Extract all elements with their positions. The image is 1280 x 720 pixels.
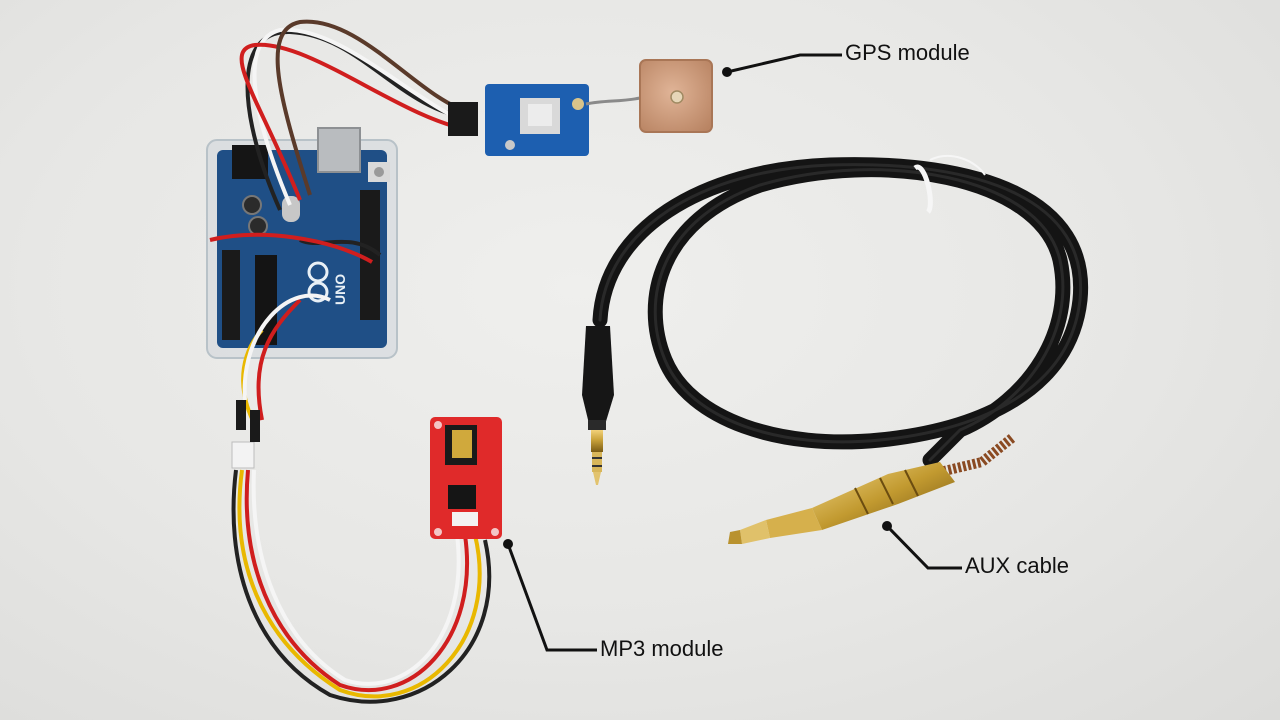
mp3-module-label: MP3 module xyxy=(600,636,724,661)
arduino-uno-text: UNO xyxy=(332,274,348,305)
aux-plug-small xyxy=(582,326,614,485)
mp3-module xyxy=(430,417,502,539)
arduino-board: UNO xyxy=(206,127,398,359)
aux-plug-large xyxy=(728,434,1016,544)
mp3-callout-line xyxy=(503,539,597,652)
aux-cable-label: AUX cable xyxy=(965,553,1069,578)
gps-module-label: GPS module xyxy=(845,40,970,65)
gps-callout-line xyxy=(722,53,842,77)
gps-module xyxy=(448,59,713,156)
gps-wires xyxy=(209,19,471,264)
aux-callout-line xyxy=(882,521,962,570)
mp3-connector xyxy=(231,400,260,469)
aux-cable xyxy=(592,155,1089,468)
